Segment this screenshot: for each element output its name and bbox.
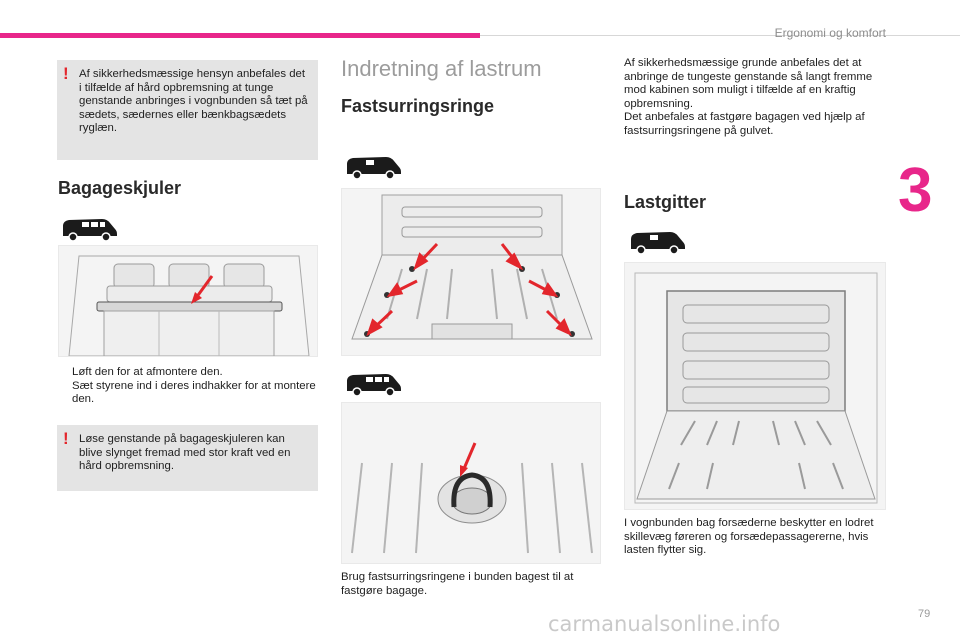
illustration-lashing-ring-closeup xyxy=(341,402,601,564)
warning-text: Løse genstande på bagageskjuleren kan bl… xyxy=(79,433,291,473)
list-item: Løft den for at afmontere den. xyxy=(58,366,318,380)
warning-box-heavy-items: ! Af sikkerhedsmæssige hensyn anbefales … xyxy=(57,60,318,160)
heading-bagageskjuler: Bagageskjuler xyxy=(58,178,182,198)
list-item-text: Sæt styrene ind i deres indhakker for at… xyxy=(72,379,316,406)
bullet-icon xyxy=(58,380,72,407)
warning-text: Af sikkerhedsmæssige hensyn anbefales de… xyxy=(79,68,308,135)
page-title: Indretning af lastrum xyxy=(341,56,542,81)
illustration-luggage-cover xyxy=(58,245,318,357)
intro-text-1: Af sikkerhedsmæssige grunde anbefales de… xyxy=(624,57,873,110)
illustration-lashing-rings-floor xyxy=(341,188,601,356)
warning-icon: ! xyxy=(63,429,69,448)
van-icon xyxy=(631,232,685,255)
van-icon xyxy=(347,157,401,180)
illustration-cargo-partition xyxy=(624,262,886,510)
caption-lashing-rings: Brug fastsurringsringene i bunden bagest… xyxy=(341,571,574,597)
list-item-text: Løft den for at afmontere den. xyxy=(72,366,223,378)
caption-lastgitter: I vognbunden bag forsæderne beskytter en… xyxy=(624,517,874,557)
van-icon xyxy=(63,219,117,242)
header-rule xyxy=(480,35,960,36)
van-icon xyxy=(347,374,401,397)
warning-box-loose-items: ! Løse genstande på bagageskjuleren kan … xyxy=(57,425,318,491)
bullet-icon xyxy=(58,366,72,380)
list-item: Sæt styrene ind i deres indhakker for at… xyxy=(58,380,318,407)
watermark: carmanualsonline.info xyxy=(548,612,781,636)
warning-icon: ! xyxy=(63,64,69,83)
section-title: Ergonomi og komfort xyxy=(774,26,886,40)
page-number: 79 xyxy=(918,608,931,620)
heading-fastsurringsringe: Fastsurringsringe xyxy=(341,96,495,116)
heading-lastgitter: Lastgitter xyxy=(624,192,707,212)
chapter-number: 3 xyxy=(898,156,933,225)
intro-text-2: Det anbefales at fastgøre bagagen ved hj… xyxy=(624,111,865,137)
bagageskjuler-instructions: Løft den for at afmontere den. Sæt styre… xyxy=(58,366,318,407)
header-accent-bar xyxy=(0,33,480,38)
intro-paragraph: Af sikkerhedsmæssige grunde anbefales de… xyxy=(624,57,886,139)
